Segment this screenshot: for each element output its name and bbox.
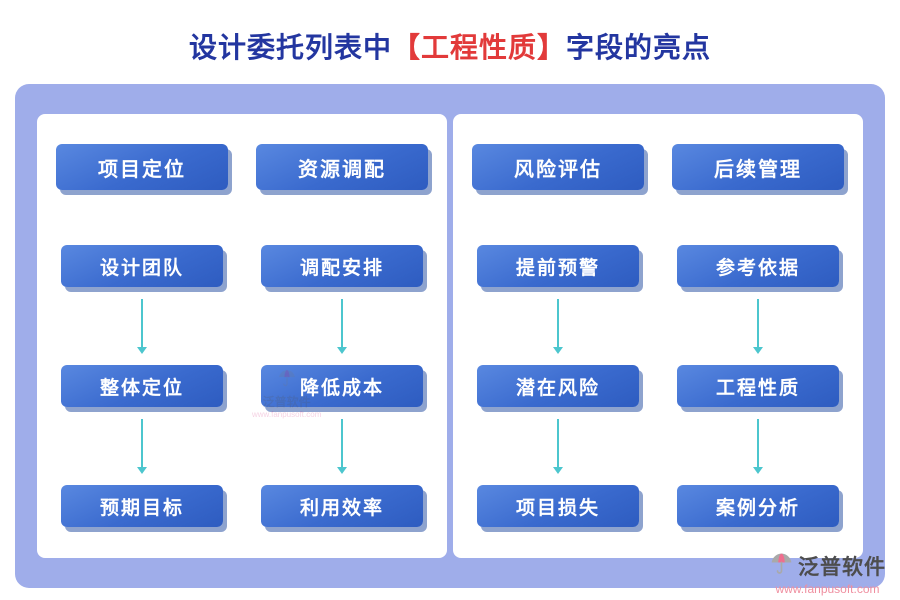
down-arrow-icon <box>137 407 147 485</box>
down-arrow-icon <box>337 407 347 485</box>
flow-column-risk-assessment: 风险评估 提前预警 潜在风险 项目损失 <box>463 144 653 558</box>
step-box: 利用效率 <box>261 485 423 527</box>
down-arrow-icon <box>137 287 147 365</box>
step-box: 案例分析 <box>677 485 839 527</box>
step-box: 参考依据 <box>677 245 839 287</box>
diagram-frame: 项目定位 设计团队 整体定位 预期目标 资源调配 调配安排 降低成本 利用效率 … <box>15 84 885 588</box>
column-header-box: 后续管理 <box>672 144 844 190</box>
column-header-box: 风险评估 <box>472 144 644 190</box>
step-box: 预期目标 <box>61 485 223 527</box>
column-header-box: 项目定位 <box>56 144 228 190</box>
brand-name: 泛普软件 <box>798 556 886 579</box>
title-suffix: 字段的亮点 <box>566 33 712 64</box>
step-box: 工程性质 <box>677 365 839 407</box>
page-title: 设计委托列表中【工程性质】字段的亮点 <box>0 26 900 66</box>
down-arrow-icon <box>553 287 563 365</box>
flow-column-resource-allocation: 资源调配 调配安排 降低成本 利用效率 <box>247 144 437 558</box>
step-box: 提前预警 <box>477 245 639 287</box>
step-box: 潜在风险 <box>477 365 639 407</box>
flow-column-follow-up-management: 后续管理 参考依据 工程性质 案例分析 <box>663 144 853 558</box>
umbrella-logo-icon <box>769 551 794 581</box>
down-arrow-icon <box>553 407 563 485</box>
brand-logo: 泛普软件 www.fanpusoft.com <box>769 551 886 596</box>
brand-url: www.fanpusoft.com <box>775 582 880 596</box>
title-highlight: 【工程性质】 <box>391 33 566 64</box>
column-header-box: 资源调配 <box>256 144 428 190</box>
panel-right: 风险评估 提前预警 潜在风险 项目损失 后续管理 参考依据 工程性质 案例分析 <box>453 114 863 558</box>
down-arrow-icon <box>753 407 763 485</box>
flow-column-project-positioning: 项目定位 设计团队 整体定位 预期目标 <box>47 144 237 558</box>
title-prefix: 设计委托列表中 <box>188 33 392 64</box>
down-arrow-icon <box>753 287 763 365</box>
panel-left: 项目定位 设计团队 整体定位 预期目标 资源调配 调配安排 降低成本 利用效率 <box>37 114 447 558</box>
step-box: 调配安排 <box>261 245 423 287</box>
step-box: 降低成本 <box>261 365 423 407</box>
step-box: 设计团队 <box>61 245 223 287</box>
down-arrow-icon <box>337 287 347 365</box>
step-box: 整体定位 <box>61 365 223 407</box>
step-box: 项目损失 <box>477 485 639 527</box>
